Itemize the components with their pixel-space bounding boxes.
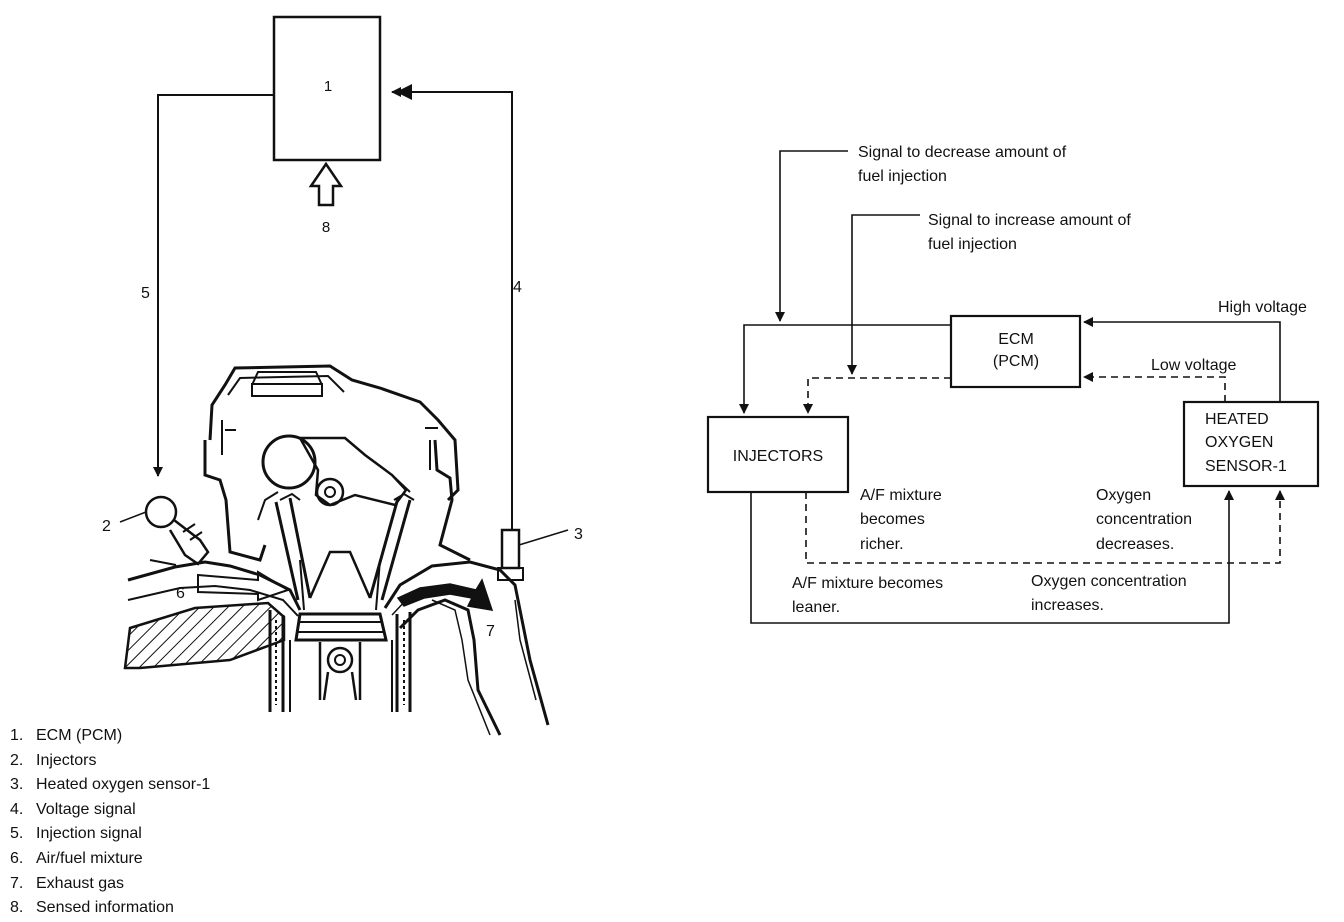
callout-8: 8: [322, 219, 330, 236]
leaner-return-line: [750, 490, 1234, 624]
engine-diagram: 1 8 5 4: [102, 15, 583, 736]
legend-item: 5.Injection signal: [10, 825, 142, 843]
signal-decrease-text-2: fuel injection: [858, 168, 947, 185]
flow-injectors-label: INJECTORS: [733, 448, 823, 465]
cylinder-wall: [268, 610, 412, 712]
valves: [274, 497, 412, 601]
parts-legend: 1.ECM (PCM) 2.Injectors 3.Heated oxygen …: [10, 724, 210, 921]
legend-item: 3.Heated oxygen sensor-1: [10, 776, 211, 794]
af-richer-text-2: becomes: [860, 511, 925, 528]
injection-signal-line: [153, 94, 274, 477]
callout-3: 3: [574, 526, 583, 543]
signal-increase-text-1: Signal to increase amount of: [928, 212, 1131, 229]
high-voltage-text: High voltage: [1218, 299, 1307, 316]
af-leaner-text-1: A/F mixture becomes: [792, 575, 943, 592]
piston: [294, 612, 388, 642]
low-voltage-text: Low voltage: [1151, 357, 1236, 374]
oxy-decreases-text-2: concentration: [1096, 511, 1192, 528]
oxy-decreases-text-1: Oxygen: [1096, 487, 1151, 504]
air-fuel-flow-arrow: [197, 570, 291, 602]
callout-4: 4: [513, 279, 522, 296]
intake-manifold-wall: [123, 601, 286, 670]
callout-7: 7: [486, 623, 495, 640]
callout-5: 5: [141, 285, 150, 302]
signal-increase-text-2: fuel injection: [928, 236, 1017, 253]
af-leaner-text-2: leaner.: [792, 599, 840, 616]
legend-item: 6.Air/fuel mixture: [10, 849, 143, 867]
solid-signal-ecm-to-injectors: [739, 324, 951, 414]
injector-body: [144, 495, 178, 529]
legend-item: 7.Exhaust gas: [10, 874, 125, 892]
increase-signal-pointer: [847, 214, 920, 375]
flow-ecm-box: [949, 314, 1082, 389]
flow-ecm-label-2: (PCM): [993, 353, 1039, 370]
oxy-decreases-text-3: decreases.: [1096, 536, 1174, 553]
voltage-signal-line: [391, 87, 513, 530]
flow-ecm-label-1: ECM: [998, 331, 1034, 348]
decrease-signal-pointer: [775, 150, 848, 322]
legend-item: 8.Sensed information: [10, 899, 174, 917]
high-voltage-line: [1083, 317, 1281, 402]
feedback-flowchart: ECM (PCM) INJECTORS HEATED OXYGEN SENSOR…: [706, 144, 1320, 624]
low-voltage-line: [1083, 372, 1226, 402]
sensed-information-arrow: [308, 161, 344, 207]
cam-cover: [208, 364, 460, 502]
camshaft: [261, 434, 317, 490]
flow-sensor-label-2: OXYGEN: [1205, 434, 1273, 451]
signal-decrease-text-1: Signal to decrease amount of: [858, 144, 1067, 161]
richer-return-line: [805, 490, 1285, 564]
callout-6: 6: [176, 585, 185, 602]
flow-sensor-box: [1182, 400, 1320, 488]
callout-1: 1: [324, 78, 332, 95]
exhaust-flow-arrow: [396, 578, 494, 611]
dashed-signal-ecm-to-injectors: [803, 377, 951, 414]
oxy-increases-text-1: Oxygen concentration: [1031, 573, 1187, 590]
rocker-arm: [297, 436, 408, 507]
flow-injectors-box: [706, 415, 850, 494]
af-richer-text-3: richer.: [860, 536, 904, 553]
oxygen-sensor: [500, 528, 521, 570]
legend-item: 4.Voltage signal: [10, 800, 136, 818]
oxy-increases-text-2: increases.: [1031, 597, 1104, 614]
intake-port: [127, 560, 302, 611]
flow-sensor-label-1: HEATED: [1205, 411, 1269, 428]
callout-2: 2: [102, 518, 111, 535]
af-richer-text-1: A/F mixture: [860, 487, 942, 504]
flow-sensor-label-3: SENSOR-1: [1205, 458, 1287, 475]
exhaust-port: [383, 560, 550, 726]
legend-item: 1.ECM (PCM): [10, 727, 123, 744]
legend-item: 2.Injectors: [10, 751, 97, 769]
ecm-box: [272, 15, 382, 162]
